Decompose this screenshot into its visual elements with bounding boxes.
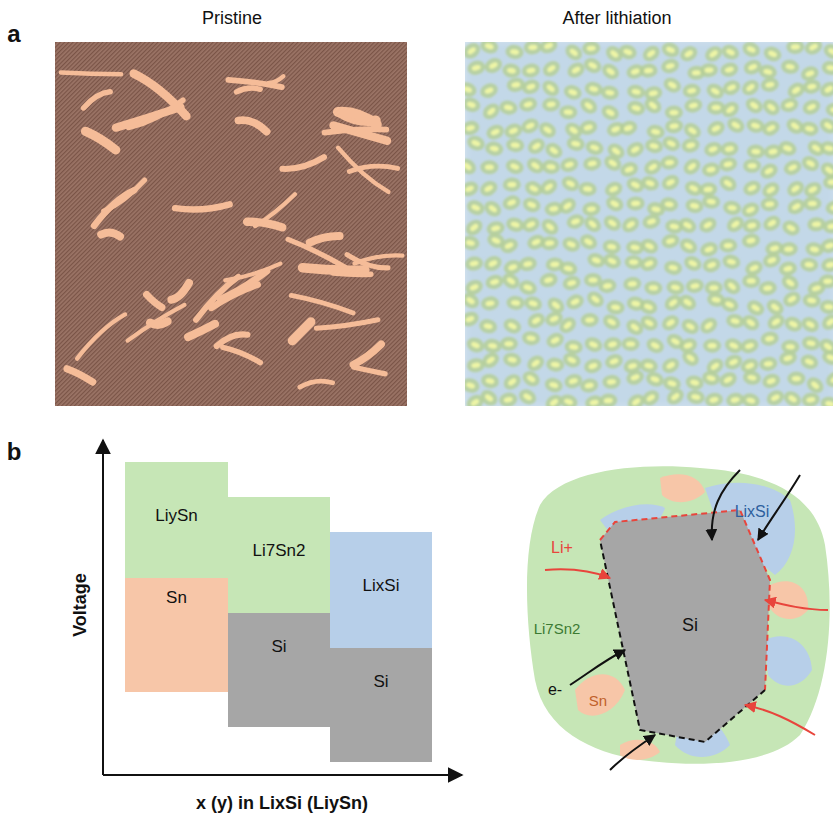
phase-block: Si — [228, 613, 330, 727]
panel-title: Pristine — [202, 8, 262, 29]
phase-label: LixSi — [363, 576, 400, 648]
phase-block: Sn — [125, 578, 228, 692]
particle-schematic — [527, 466, 830, 770]
voltage-axis — [102, 440, 104, 775]
panel-letter: b — [7, 438, 22, 466]
sn-particles — [61, 72, 402, 387]
electron-label: e- — [548, 681, 562, 699]
panel-letter: a — [7, 20, 20, 48]
phase-label: Sn — [589, 692, 607, 709]
phase-label: LixSi — [735, 503, 770, 521]
phase-label: Sn — [166, 588, 187, 692]
phase-block: Li7Sn2 — [228, 497, 330, 613]
axis-title: x (y) in LixSi (LiySn) — [196, 793, 368, 814]
phase-label: Si — [373, 672, 388, 762]
phase-label: LiySn — [155, 506, 198, 578]
phase-label: Li7Sn2 — [253, 541, 306, 613]
panel-title: After lithiation — [562, 8, 671, 29]
x-axis — [103, 774, 462, 776]
pristine-panel — [55, 42, 407, 406]
phase-block: LixSi — [330, 532, 432, 648]
phase-block: LiySn — [125, 462, 228, 578]
axis-title: Voltage — [70, 573, 91, 637]
phase-label: Si — [682, 615, 698, 636]
phase-block: Si — [330, 648, 432, 762]
phase-label: Si — [271, 637, 286, 727]
ion-label: Li+ — [551, 539, 573, 557]
lithiated-panel — [465, 42, 833, 406]
phase-label: Li7Sn2 — [534, 620, 581, 637]
